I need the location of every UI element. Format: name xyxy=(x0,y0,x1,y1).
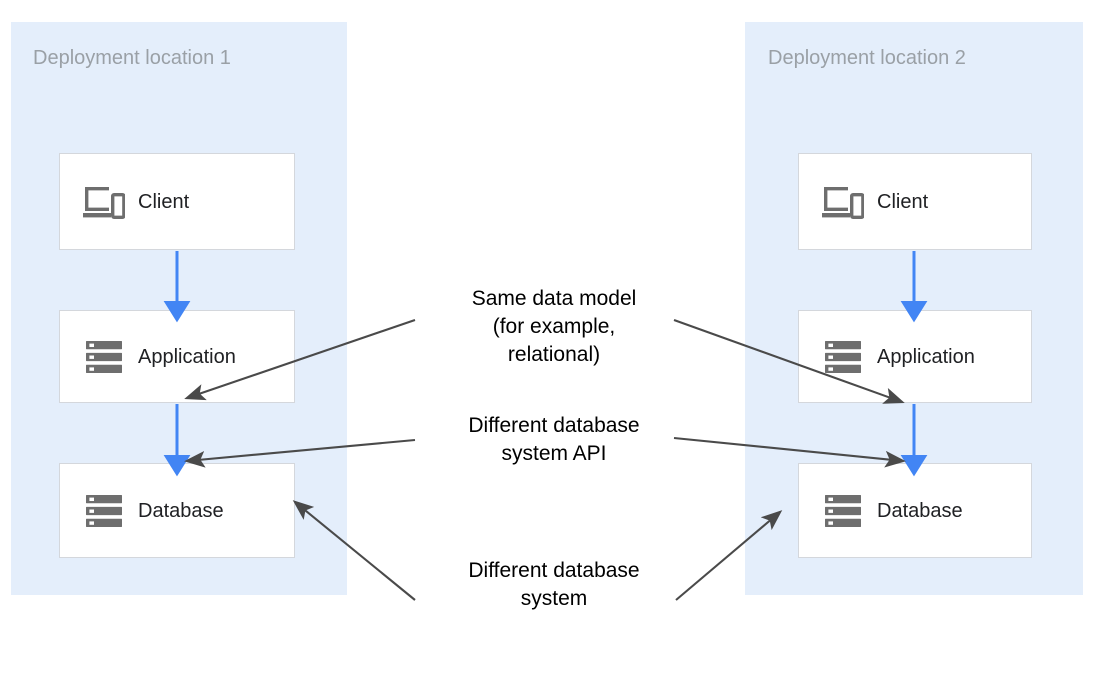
server-stack-icon xyxy=(821,489,865,533)
node-application-2-label: Application xyxy=(877,345,975,368)
node-client-1[interactable]: Client xyxy=(59,153,295,250)
node-database-1[interactable]: Database xyxy=(59,463,295,558)
annotation-different-database-system: Different database system xyxy=(420,557,688,613)
annotation-different-database-system-api-line-1: Different database xyxy=(468,414,640,437)
node-client-2[interactable]: Client xyxy=(798,153,1032,250)
node-database-1-label: Database xyxy=(138,499,224,522)
annotation-different-database-system-api-line-2: system API xyxy=(501,442,607,465)
node-application-1-label: Application xyxy=(138,345,236,368)
client-devices-icon xyxy=(82,180,126,224)
node-client-1-label: Client xyxy=(138,190,190,213)
deployment-zone-2-title: Deployment location 2 xyxy=(768,47,966,69)
annotation-same-data-model: Same data model (for example, relational… xyxy=(420,285,688,369)
node-database-2[interactable]: Database xyxy=(798,463,1032,558)
server-stack-icon xyxy=(821,335,865,379)
annotation-different-database-system-line-1: Different database xyxy=(468,559,640,582)
annotation-same-data-model-line-3: relational) xyxy=(507,343,601,366)
node-application-1[interactable]: Application xyxy=(59,310,295,403)
annotation-same-data-model-line-1: Same data model xyxy=(471,287,637,310)
deployment-zone-1-title: Deployment location 1 xyxy=(33,47,231,69)
client-devices-icon xyxy=(821,180,865,224)
annotation-different-database-system-api: Different database system API xyxy=(420,412,688,468)
annotation-different-database-system-line-2: system xyxy=(520,587,588,610)
server-stack-icon xyxy=(82,335,126,379)
annotation-same-data-model-line-2: (for example, xyxy=(492,315,616,338)
node-application-2[interactable]: Application xyxy=(798,310,1032,403)
server-stack-icon xyxy=(82,489,126,533)
node-client-2-label: Client xyxy=(877,190,929,213)
node-database-2-label: Database xyxy=(877,499,963,522)
